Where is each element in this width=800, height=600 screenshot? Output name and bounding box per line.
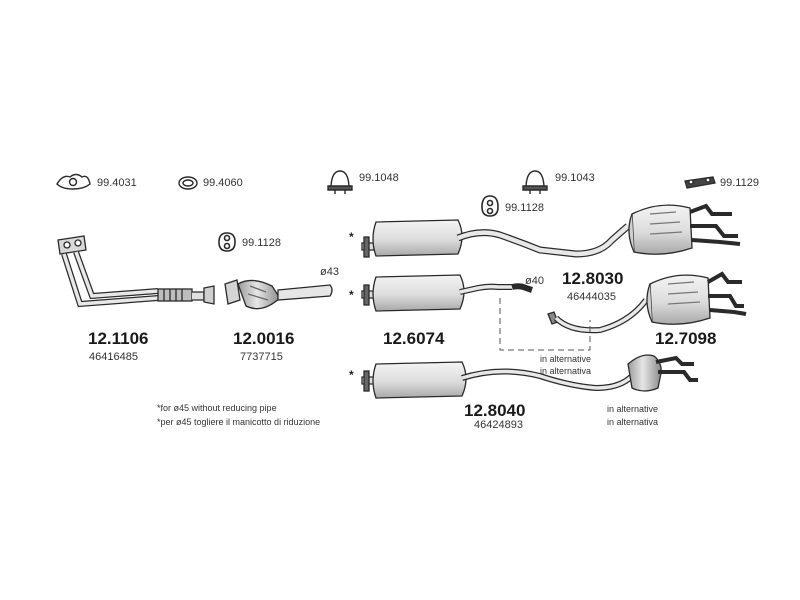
diameter-label: ø43 [320,266,339,278]
alternative-note-it: in alternativa [540,366,592,376]
oem-number: 46416485 [89,351,138,363]
accessory-code: 99.4031 [97,177,137,189]
footnote-marker: * [349,368,354,382]
part-number: 12.8030 [562,269,624,288]
rubber-mount-strip-icon [684,176,716,189]
part-number: 12.0016 [233,329,295,348]
accessory-code: 99.4060 [203,177,243,189]
diameter-label: ø40 [525,275,544,287]
part-number: 12.1106 [88,329,149,348]
accessory-code: 99.1128 [505,202,544,214]
clamp-icon [522,170,548,194]
oem-number: 46424893 [474,419,523,431]
alternative-note-en: in alternative [607,404,659,414]
rear-silencer-icon [628,203,741,255]
accessory-code: 99.1128 [242,237,281,249]
footnote-marker: * [349,230,354,244]
alternative-dashed-guide [499,298,591,351]
accessory-code: 99.1043 [555,172,595,184]
clamp-icon [327,170,353,194]
part-number: 12.8040 [464,401,526,420]
accessory-code: 99.1129 [720,177,759,189]
part-number: 12.6074 [383,329,445,348]
part-number: 12.7098 [655,329,717,348]
accessory-code: 99.1048 [359,172,399,184]
flange-gasket-icon [56,173,91,190]
alternative-note-it: in alternativa [607,417,659,427]
oem-number: 46444035 [567,291,616,303]
footnote-marker: * [349,288,354,302]
catalytic-converter-icon [224,279,333,310]
ring-gasket-icon [178,176,198,190]
footnote-en: *for ø45 without reducing pipe [157,403,277,413]
middle-rear-silencer-icon [361,354,698,399]
middle-silencer-icon [361,219,631,258]
rubber-hanger-icon [481,195,499,217]
connecting-pipe-icon [547,298,649,334]
footnote-it: *per ø45 togliere il manicotto di riduzi… [157,417,321,427]
oem-number: 7737715 [240,351,283,363]
alternative-note-en: in alternative [540,354,592,364]
middle-silencer-icon [361,274,533,312]
rear-silencer-icon [646,271,747,325]
rubber-hanger-icon [218,232,236,252]
front-downpipe-icon [57,235,215,308]
